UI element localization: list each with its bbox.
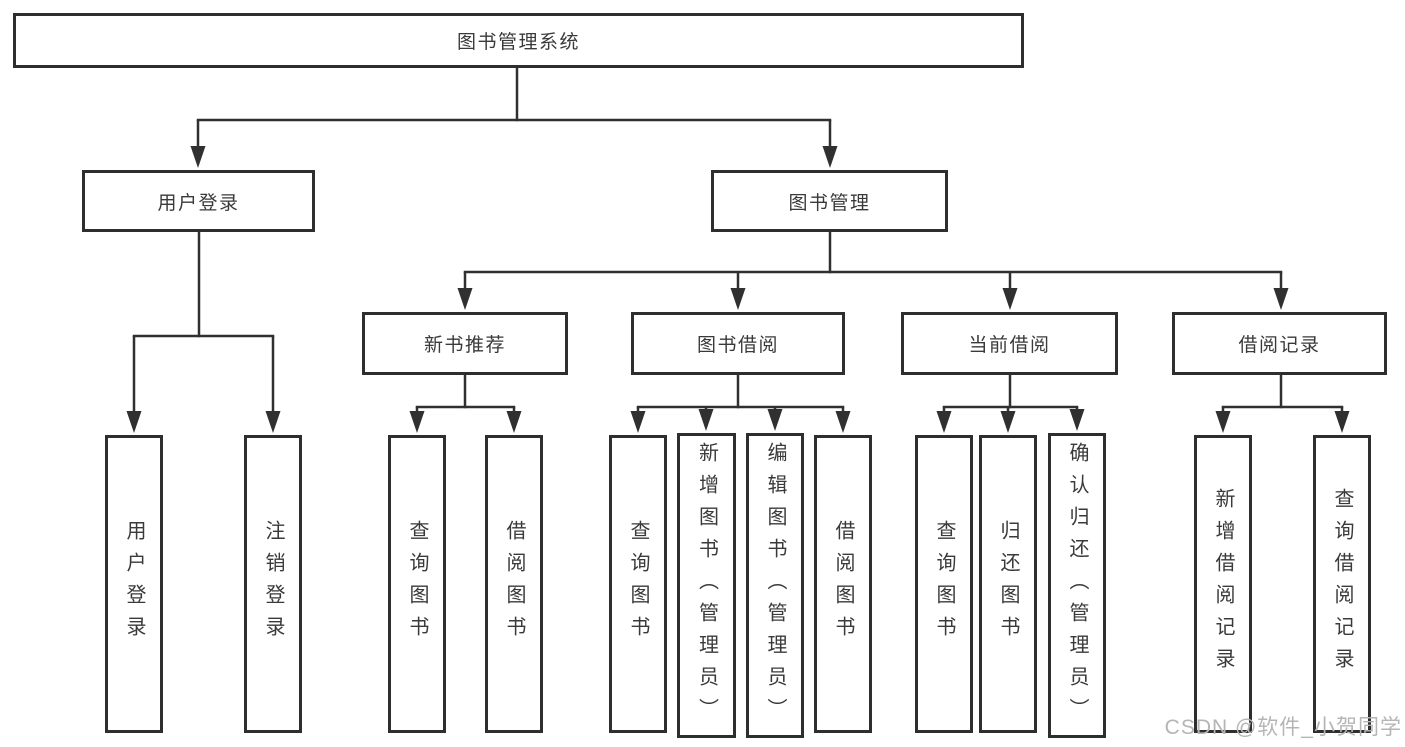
arrowhead-icon	[1215, 411, 1231, 433]
arrowhead-icon	[265, 411, 281, 433]
node-leaf-borrow-book-1: 借阅图书	[485, 435, 543, 733]
watermark: CSDN @软件_小贺同学	[1164, 716, 1402, 739]
node-label-leaf-query-book-2: 查询图书	[627, 520, 649, 648]
node-leaf-query-borrow-record: 查询借阅记录	[1313, 435, 1371, 733]
node-leaf-query-book-3: 查询图书	[915, 435, 973, 733]
arrowhead-icon	[457, 288, 473, 310]
node-label-leaf-query-book-1: 查询图书	[406, 520, 428, 648]
node-label-user-login: 用户登录	[157, 192, 240, 214]
node-user-login: 用户登录	[82, 170, 315, 232]
node-leaf-add-book-admin: 新增图书（管理员）	[677, 433, 736, 738]
node-label-leaf-logout: 注销登录	[262, 520, 284, 648]
node-leaf-query-book-2: 查询图书	[609, 435, 667, 733]
node-label-book-mgmt: 图书管理	[788, 192, 871, 214]
node-leaf-borrow-book-2: 借阅图书	[814, 435, 872, 733]
node-leaf-confirm-return-admin: 确认归还（管理员）	[1048, 433, 1106, 738]
arrowhead-icon	[730, 288, 746, 310]
arrowhead-icon	[1069, 409, 1085, 431]
node-book-mgmt: 图书管理	[711, 170, 948, 232]
node-label-leaf-query-book-3: 查询图书	[933, 520, 955, 648]
node-leaf-edit-book-admin: 编辑图书（管理员）	[746, 433, 804, 738]
node-current-borrow: 当前借阅	[901, 312, 1118, 375]
node-new-book-rec: 新书推荐	[362, 312, 568, 375]
node-label-leaf-add-book-admin: 新增图书（管理员）	[695, 441, 718, 730]
node-label-book-borrow: 图书借阅	[696, 335, 779, 356]
node-label-leaf-edit-book-admin: 编辑图书（管理员）	[764, 441, 786, 730]
arrowhead-icon	[767, 409, 783, 431]
node-label-borrow-record: 借阅记录	[1238, 335, 1321, 356]
node-label-leaf-confirm-return-admin: 确认归还（管理员）	[1066, 441, 1088, 730]
node-root: 图书管理系统	[13, 13, 1024, 68]
arrowhead-icon	[1000, 411, 1016, 433]
arrowhead-icon	[835, 411, 851, 433]
node-leaf-logout: 注销登录	[244, 435, 302, 733]
arrowhead-icon	[698, 409, 714, 431]
arrowhead-icon	[822, 146, 838, 168]
node-leaf-query-book-1: 查询图书	[388, 435, 446, 733]
node-label-leaf-return-book: 归还图书	[997, 520, 1019, 648]
node-label-leaf-query-borrow-record: 查询借阅记录	[1331, 488, 1353, 680]
node-book-borrow: 图书借阅	[631, 312, 845, 375]
arrowhead-icon	[1002, 288, 1018, 310]
node-label-leaf-borrow-book-1: 借阅图书	[503, 520, 525, 648]
node-leaf-user-login: 用户登录	[105, 435, 163, 733]
arrowhead-icon	[1334, 411, 1350, 433]
arrowhead-icon	[1273, 288, 1289, 310]
arrowhead-icon	[630, 411, 646, 433]
arrowhead-icon	[936, 411, 952, 433]
arrowhead-icon	[190, 146, 206, 168]
node-label-current-borrow: 当前借阅	[968, 335, 1051, 356]
arrowhead-icon	[506, 411, 522, 433]
node-label-new-book-rec: 新书推荐	[423, 335, 506, 356]
arrowhead-icon	[409, 411, 425, 433]
node-label-leaf-add-borrow-record: 新增借阅记录	[1212, 488, 1234, 680]
node-borrow-record: 借阅记录	[1172, 312, 1387, 375]
node-label-root: 图书管理系统	[456, 32, 580, 53]
node-leaf-add-borrow-record: 新增借阅记录	[1194, 435, 1252, 733]
node-label-leaf-user-login: 用户登录	[123, 520, 145, 648]
node-leaf-return-book: 归还图书	[979, 435, 1037, 733]
node-label-leaf-borrow-book-2: 借阅图书	[832, 520, 854, 648]
arrowhead-icon	[126, 411, 142, 433]
